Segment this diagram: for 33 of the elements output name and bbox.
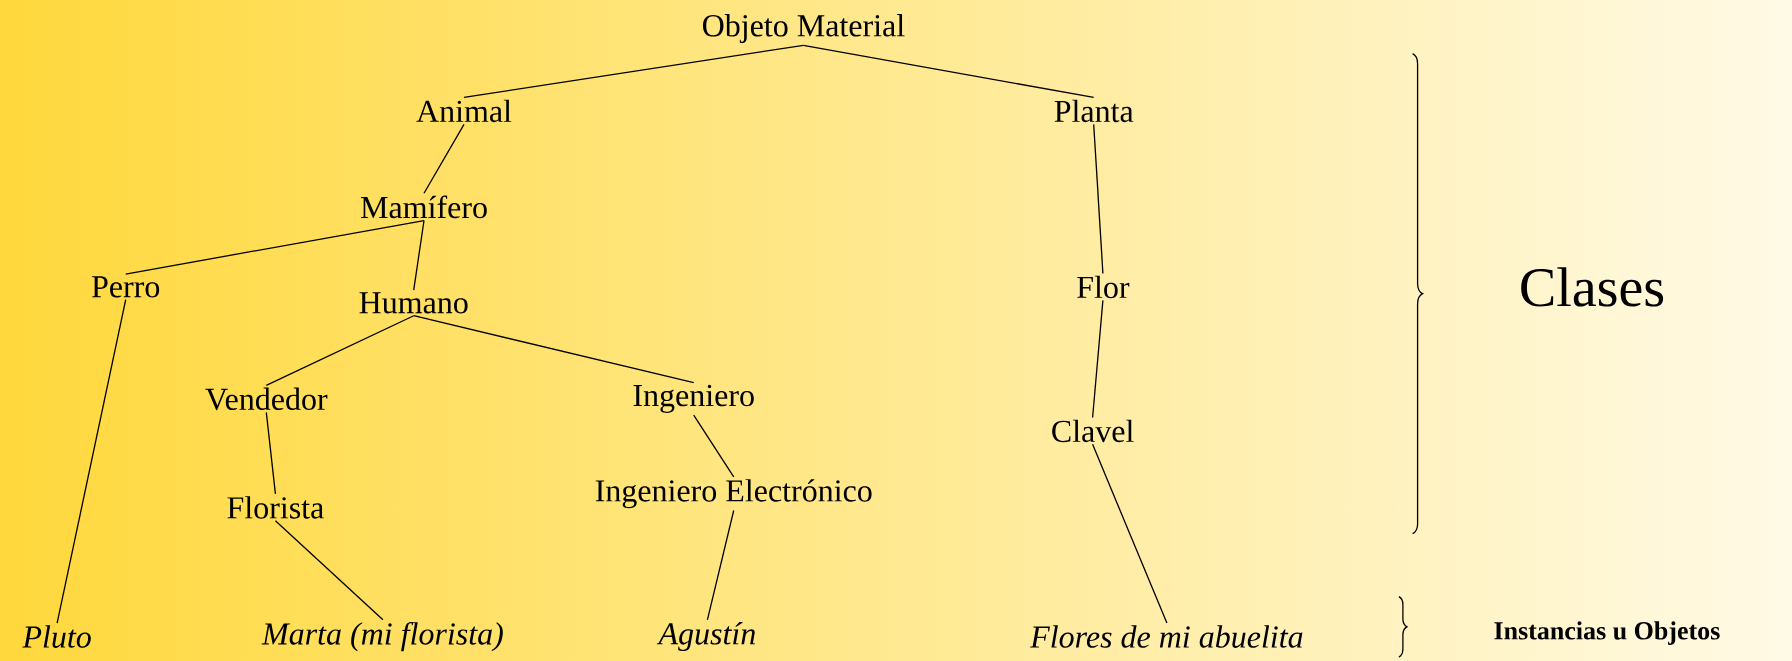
connector-line <box>1093 123 1104 275</box>
connector-line <box>413 219 425 291</box>
class-label: Clavel <box>1052 419 1134 443</box>
connector-line <box>1091 299 1104 419</box>
connector-line <box>706 509 735 621</box>
class-label: Mamífero <box>360 195 487 219</box>
connector-line <box>1091 443 1168 624</box>
connector-line <box>265 411 277 495</box>
connector-line <box>693 414 735 478</box>
class-label: Agustín <box>656 622 755 652</box>
class-label: Perro <box>92 276 160 298</box>
class-label: Flor <box>1077 275 1130 299</box>
connector-line <box>413 315 695 384</box>
class-label: Flores de mi abuelita <box>1030 625 1303 648</box>
class-label: Animal <box>416 99 512 123</box>
class-label: Ingeniero Electrónico <box>595 479 872 509</box>
class-label: Ingeniero <box>633 384 754 413</box>
class-label: Humano <box>359 292 468 314</box>
connector-line <box>274 520 384 621</box>
class-label: Vendedor <box>205 387 328 411</box>
class-label: Marta (mi florista) <box>261 621 503 652</box>
connector-line <box>463 44 805 99</box>
connector-line <box>802 44 1095 99</box>
class-label: Planta <box>1054 99 1134 123</box>
class-label: Objeto Material <box>703 14 905 44</box>
class-label: Florista <box>227 496 324 519</box>
group-label: Clases <box>1521 267 1664 307</box>
connector-line <box>56 299 127 624</box>
connector-line <box>125 219 425 275</box>
connector-line <box>265 315 415 386</box>
connector-line <box>423 123 465 194</box>
group-label: Instancias u Objetos <box>1494 621 1720 645</box>
class-label: Pluto <box>22 625 91 648</box>
